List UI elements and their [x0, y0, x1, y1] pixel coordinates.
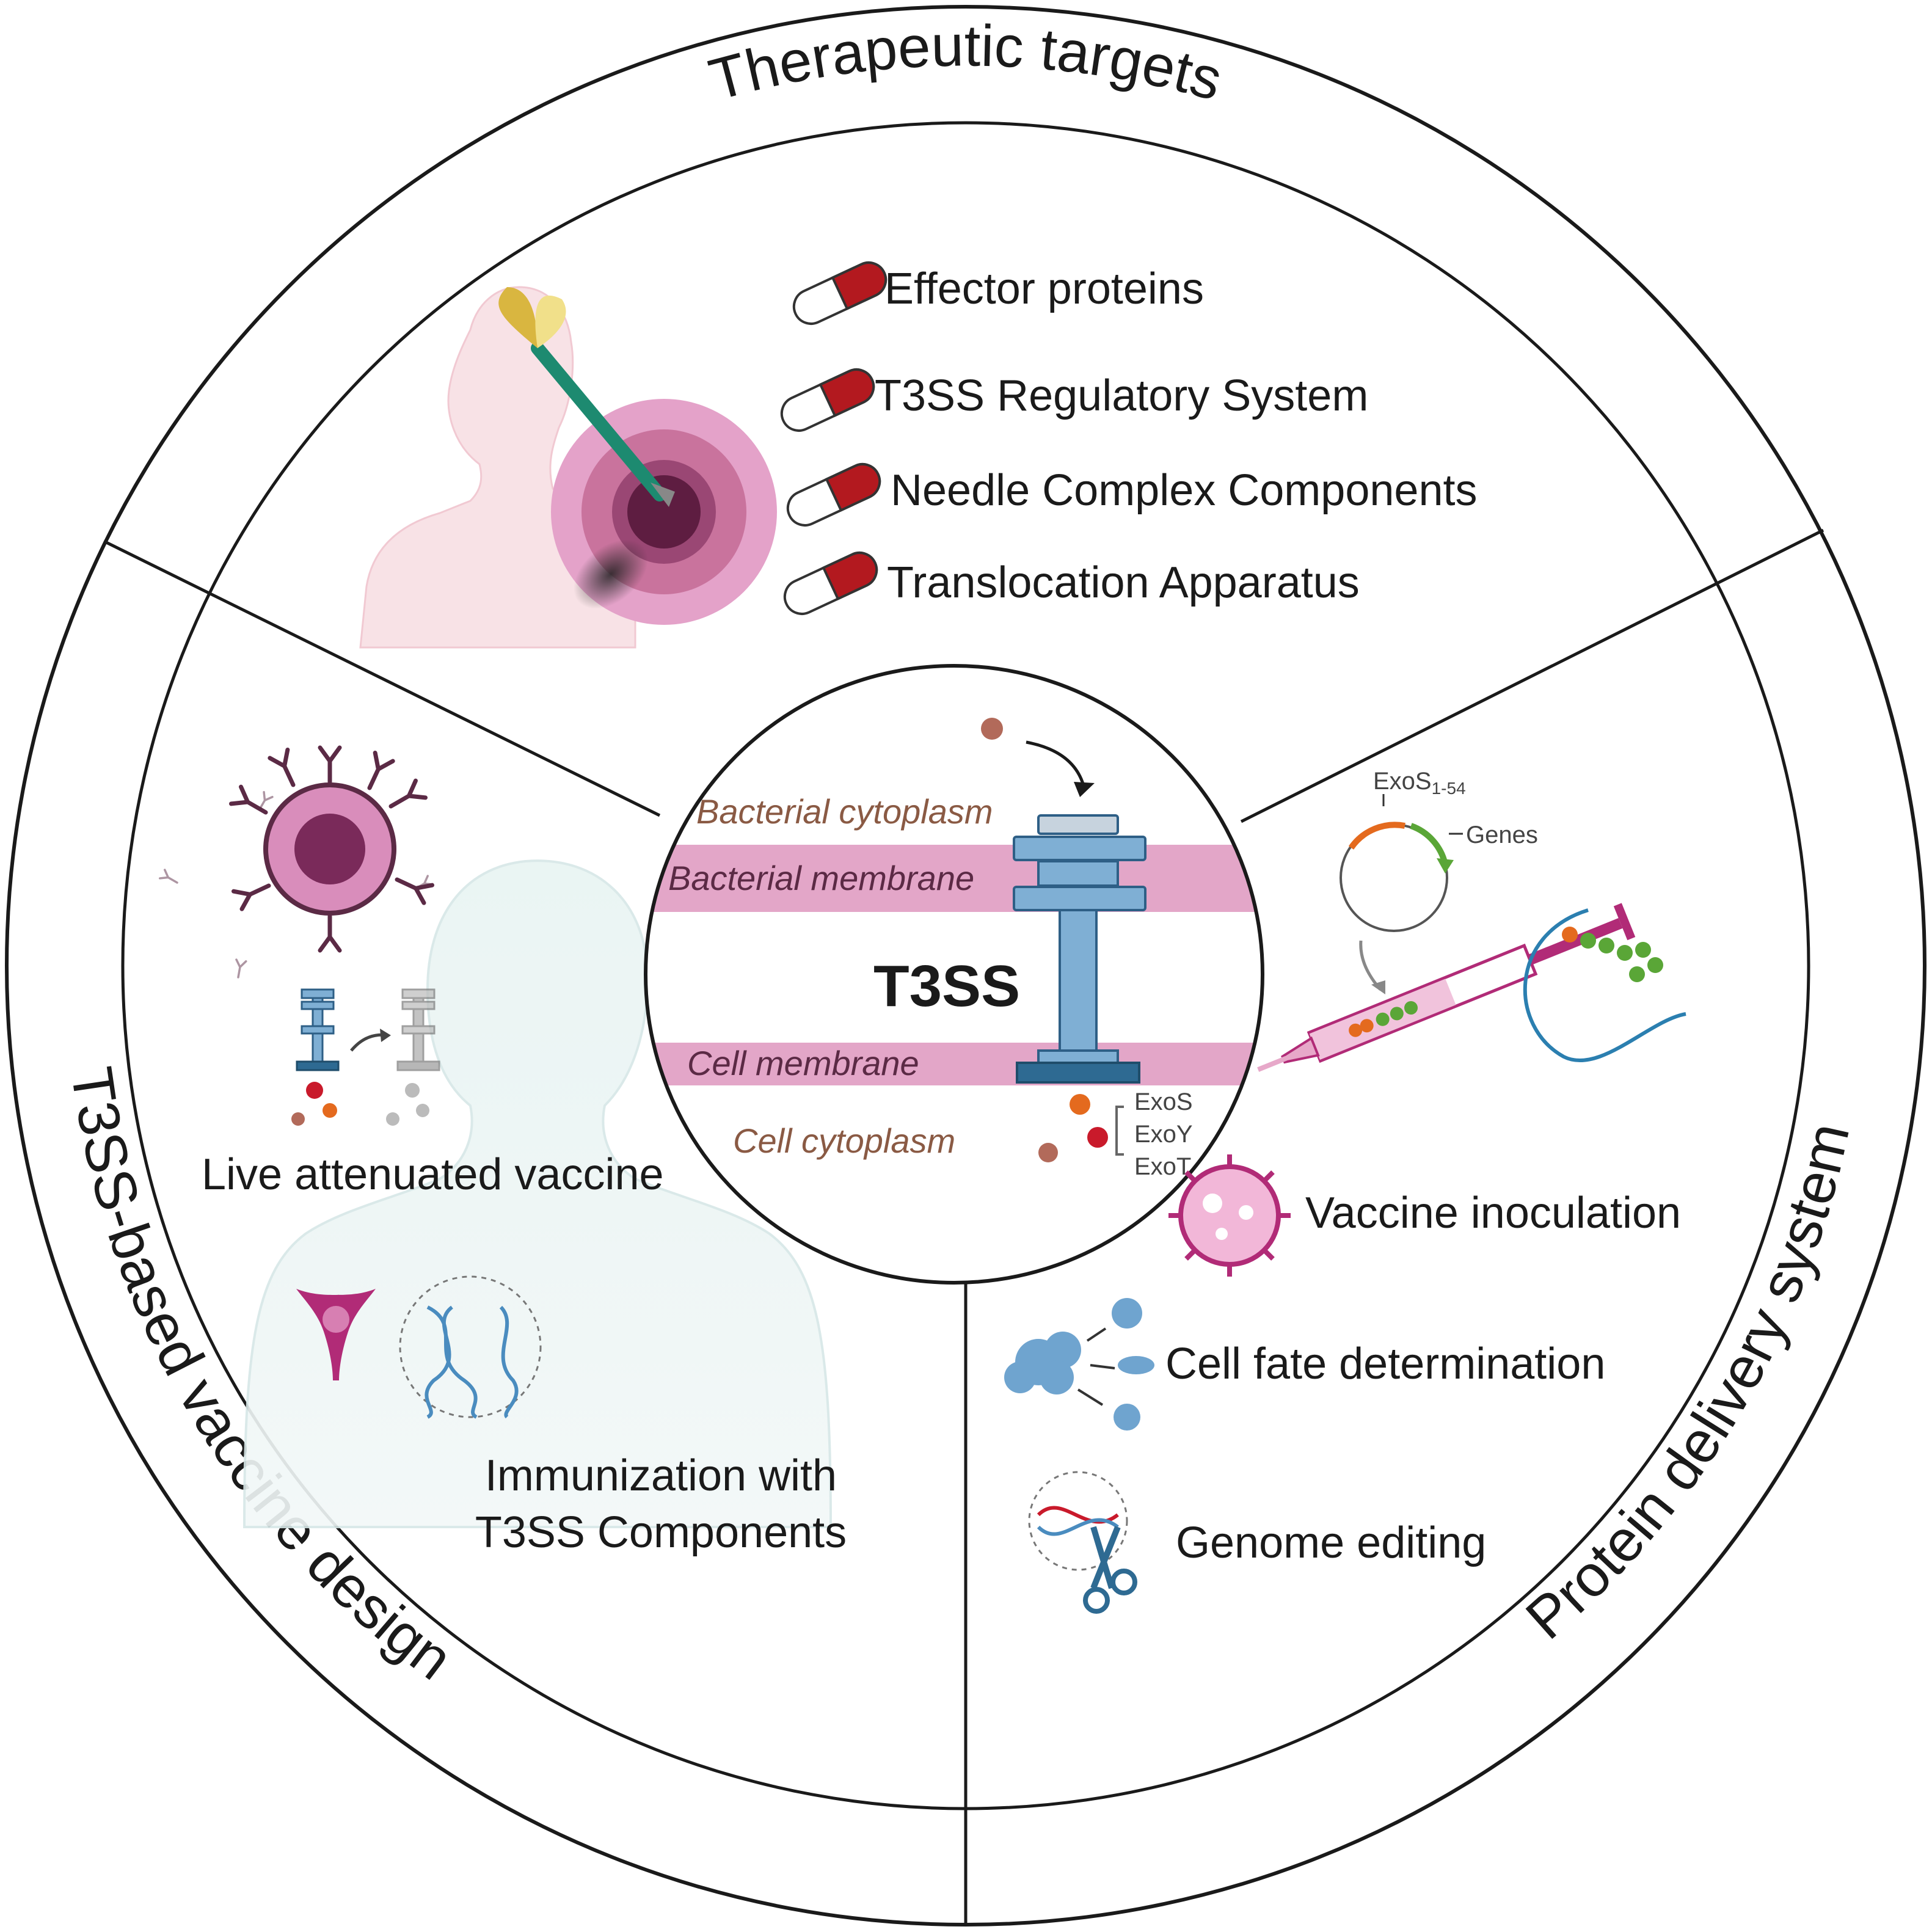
- capsule-icon: [775, 362, 881, 438]
- plasmid-arrow-head: [1371, 980, 1385, 994]
- plasmid-arrow: [1359, 940, 1382, 991]
- target-label: Translocation Apparatus: [887, 558, 1360, 607]
- transport-arrow: [1026, 740, 1086, 789]
- section-title-therapeutic-targets: Therapeutic targets: [703, 13, 1229, 113]
- capsule-icon: [778, 545, 884, 621]
- target-label: T3SS Regulatory System: [875, 371, 1368, 420]
- dart-icon: [498, 287, 675, 507]
- human-silhouette-left: [242, 859, 833, 1528]
- divider-left: [103, 539, 661, 817]
- divider-right: [1240, 528, 1824, 823]
- exos-dot: [1070, 1094, 1090, 1115]
- capsule-icon: [781, 457, 887, 533]
- target-label: Effector proteins: [884, 264, 1204, 313]
- t3ss-apparatus-icon: [1013, 814, 1146, 1084]
- immunization-label-line1: Immunization with: [485, 1451, 837, 1500]
- exot-dot: [1038, 1143, 1058, 1162]
- plasmid-icon: ExoS1-54 Genes: [1340, 768, 1538, 932]
- t3ss-title: T3SS: [873, 953, 1020, 1019]
- exoy-label: ExoY: [1134, 1121, 1193, 1148]
- target-label: Needle Complex Components: [891, 466, 1478, 515]
- cell-membrane-band: [646, 1043, 1263, 1085]
- therapeutic-targets-list: Effector proteins T3SS Regulatory System…: [775, 255, 1478, 621]
- cell-fate-label: Cell fate determination: [1165, 1340, 1605, 1388]
- genome-editing-icon: [1028, 1471, 1137, 1614]
- target-icon: [551, 399, 777, 625]
- genome-editing-label: Genome editing: [1176, 1518, 1486, 1567]
- vaccine-inoculation-label: Vaccine inoculation: [1305, 1189, 1681, 1238]
- virus-icon: [1168, 1154, 1291, 1277]
- cell-membrane-label: Cell membrane: [687, 1044, 919, 1082]
- cell-cytoplasm-label: Cell cytoplasm: [733, 1121, 955, 1160]
- target-item-translocation: Translocation Apparatus: [778, 545, 1360, 621]
- exoy-dot: [1087, 1127, 1108, 1148]
- t3ss-attenuation-icon: [291, 988, 440, 1126]
- target-item-regulatory: T3SS Regulatory System: [775, 362, 1368, 438]
- genes-label: Genes: [1466, 822, 1538, 848]
- immune-cell-icon: [231, 748, 432, 950]
- live-attenuated-vaccine-label: Live attenuated vaccine: [202, 1150, 664, 1199]
- bacterial-membrane-label: Bacterial membrane: [668, 859, 974, 897]
- target-item-needle: Needle Complex Components: [781, 457, 1478, 533]
- bacterial-cytoplasm-label: Bacterial cytoplasm: [696, 792, 993, 831]
- bacterial-membrane-band: [646, 845, 1263, 912]
- cell-fate-icon: [1004, 1298, 1154, 1431]
- exos-label: ExoS: [1134, 1088, 1193, 1115]
- effector-dot: [981, 718, 1003, 740]
- uterus-icon: [296, 1289, 376, 1380]
- plasmid-label: ExoS1-54: [1373, 768, 1466, 798]
- effector-group: ExoS ExoY ExoT: [1038, 1088, 1193, 1180]
- arrow-head: [1074, 782, 1095, 797]
- capsule-icon: [787, 255, 893, 331]
- cell-arc-icon: [1523, 908, 1686, 1063]
- immunization-label-line2: T3SS Components: [475, 1508, 847, 1557]
- dna-icon: [399, 1275, 542, 1419]
- exot-label: ExoT: [1134, 1153, 1191, 1180]
- syringe-icon: [1257, 903, 1636, 1072]
- target-item-effector: Effector proteins: [787, 255, 1204, 331]
